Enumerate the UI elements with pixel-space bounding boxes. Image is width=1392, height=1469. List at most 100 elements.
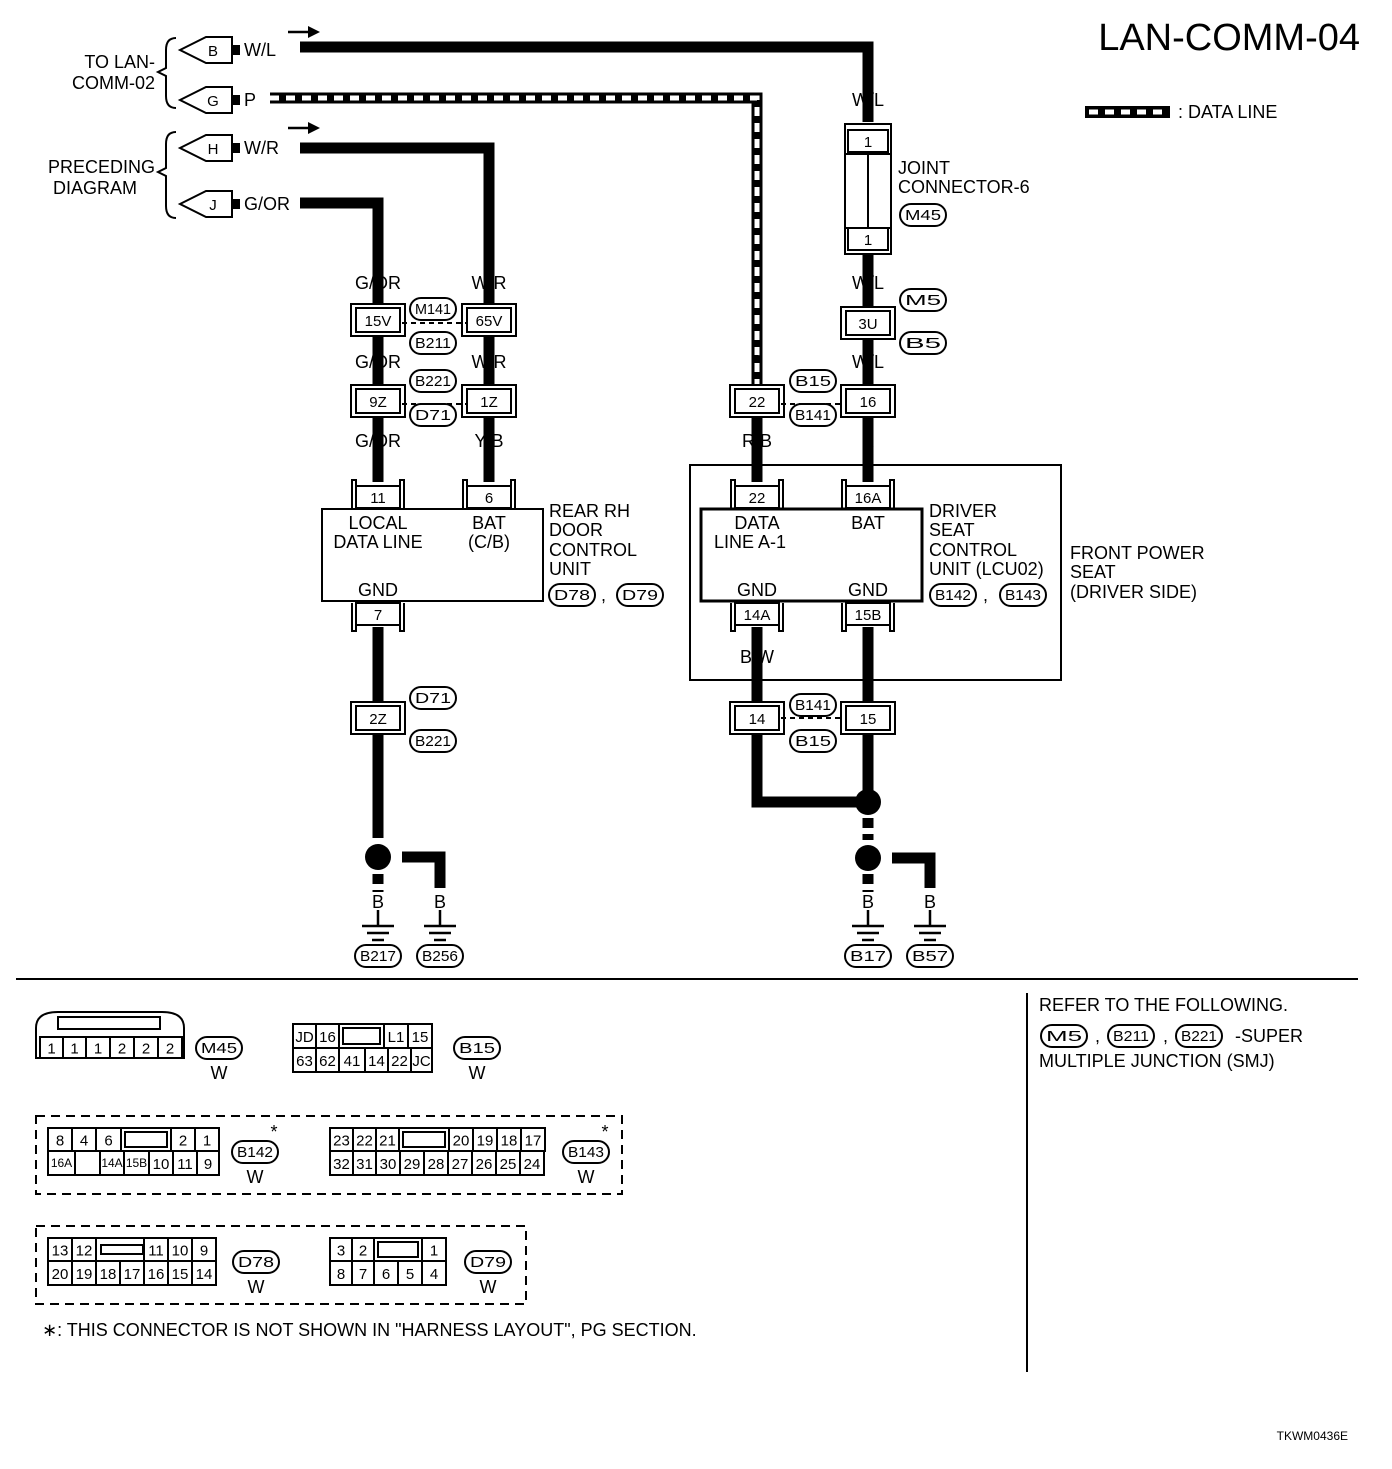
wire-label: W/R [472,273,507,293]
off-page-group1-line1: TO LAN- [84,52,155,72]
pin-number: 9Z [369,394,387,411]
face-pin: 15B [126,1156,147,1170]
face-pin: 27 [452,1156,469,1173]
face-pin: 17 [525,1133,542,1150]
splice-point [365,844,391,870]
face-pin: 21 [379,1133,396,1150]
face-pin: 6 [382,1266,390,1283]
face-pin: 24 [524,1156,541,1173]
wire-label: B [924,892,936,912]
face-pin: 14 [196,1266,213,1283]
wire-label: G/OR [355,273,401,293]
face-pin: 22 [356,1133,373,1150]
pin-number: 14 [749,711,766,728]
rear-unit-pin6-label: BAT [472,513,506,533]
pin-number: 3U [858,316,877,333]
wire-label: P [751,352,763,372]
rear-unit-name: REAR RH [549,501,630,521]
off-page-connector-j: J [209,197,217,214]
driver-unit-name: DRIVER [929,501,997,521]
face-connector-color: W [469,1063,486,1083]
pin-number: 1 [864,232,872,249]
driver-unit-pin22-label: DATA [734,513,779,533]
face-pin: 29 [404,1156,421,1173]
connector-id-bubble: D78 [548,583,596,607]
pin-number: 16 [860,394,877,411]
pin-number: 14A [744,607,771,624]
driver-unit-name: CONTROL [929,540,1017,560]
connector-id-bubble: M45 [899,203,947,227]
connector-id: B141 [795,407,831,424]
wire-label: B [372,892,384,912]
connector-id: B217 [360,948,396,965]
rear-rh-door-control-unit-box [321,508,544,602]
connector-id: D79 [622,587,658,604]
face-pin: 3 [337,1243,345,1260]
wire-label: B [372,647,384,667]
driver-unit-pin16a-label: BAT [851,513,885,533]
wire-label: W/L [852,90,884,110]
pin-p9z: 9Z [350,384,406,418]
rear-unit-name: UNIT [549,559,591,579]
face-pin: 14A [101,1156,122,1170]
connector-id: B5 [905,335,941,352]
face-pin: 15 [172,1266,189,1283]
wire-label-wr-offpage: W/R [244,138,279,158]
wire-label: W/R [472,352,507,372]
connector-id: B221 [415,373,451,390]
off-page-connectors: TO LAN- COMM-02 PRECEDING DIAGRAM B G H … [48,26,320,219]
off-page-connector-b: B [208,43,218,60]
wire-label-p-offpage: P [244,90,256,110]
wire-label: B [862,751,874,771]
face-pin: 2 [166,1041,174,1058]
face-pin: 2 [359,1243,367,1260]
driver-unit-id-separator: , [983,585,988,605]
off-page-connector-g: G [207,93,219,110]
face-pin: 13 [52,1243,69,1260]
refer-line1: REFER TO THE FOLLOWING. [1039,995,1288,1015]
wire-label: R/B [742,431,772,451]
connector-id-bubble: B5 [899,331,947,355]
connector-id: B143 [1005,587,1041,604]
connector-id-bubble: B217 [354,944,402,968]
wire-label: B [372,751,384,771]
connector-id: M5 [1046,1028,1082,1045]
connector-id: B142 [935,587,971,604]
connector-id-bubble: M5 [1040,1024,1088,1048]
connector-id-bubble: B256 [416,944,464,968]
data-line-legend: : DATA LINE [1085,102,1277,122]
face-pin: 16A [51,1156,72,1170]
wire-label: W/L [852,273,884,293]
pin-p16: 16 [840,384,896,418]
face-pin: 19 [477,1133,494,1150]
connector-id: B211 [1113,1028,1149,1045]
connector-id-bubble: B221 [409,729,457,753]
rear-unit-pin11-label: DATA LINE [333,532,422,552]
pin-p1b: 1 [847,227,889,251]
pin-number: 22 [749,394,766,411]
pin-p14a: 14A [730,602,784,632]
face-pin: 23 [333,1133,350,1150]
front-seat-name: FRONT POWER [1070,543,1205,563]
face-pin: JC [412,1053,431,1070]
wire-label-gor-offpage: G/OR [244,194,290,214]
face-pin: 2 [142,1041,150,1058]
refer-note: REFER TO THE FOLLOWING. , , -SUPER MULTI… [1039,995,1303,1071]
joint-connector-name: CONNECTOR-6 [898,177,1030,197]
off-page-connector-h: H [208,141,219,158]
face-pin: 1 [430,1243,438,1260]
pin-number: 15V [365,313,392,330]
wire-label-wl-offpage: W/L [244,40,276,60]
pin-number: 65V [476,313,503,330]
face-pin: 8 [56,1133,64,1150]
wire-label: B [751,751,763,771]
face-pin: 31 [356,1156,373,1173]
component-outlines [321,464,1062,681]
connector-id: B15 [795,373,831,390]
connector-id-bubble: M5 [899,288,947,312]
